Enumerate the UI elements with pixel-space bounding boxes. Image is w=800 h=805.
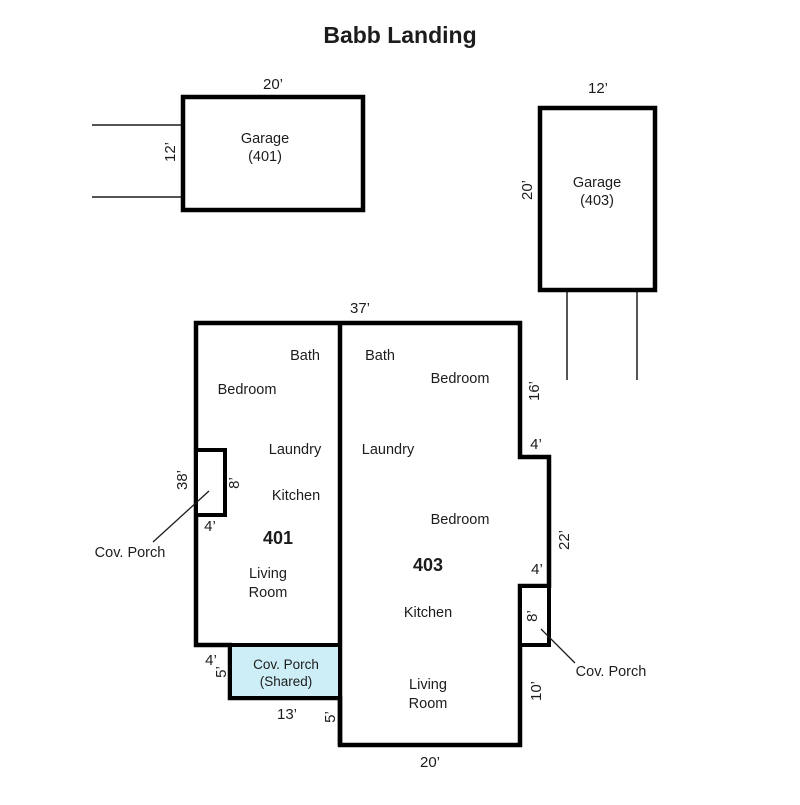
- dim-label-garage-403-width: 12’: [588, 80, 608, 97]
- dim-label-garage-403-depth: 20’: [519, 180, 536, 200]
- room-label-403-laundry: Laundry: [362, 442, 415, 458]
- dim-label-left-side: 38’: [174, 470, 191, 490]
- garage-403-outline: [537, 105, 658, 293]
- page-title: Babb Landing: [323, 22, 476, 48]
- dim-label-right-porch: 8’: [524, 610, 541, 622]
- shared-porch-rect: [228, 643, 342, 700]
- porch-label-right: Cov. Porch: [576, 664, 647, 680]
- unit-number-401: 401: [263, 528, 293, 548]
- room-label-403-bedroom-2: Bedroom: [431, 512, 490, 528]
- room-label-401-laundry: Laundry: [269, 442, 322, 458]
- garage-401-outline: [180, 94, 366, 213]
- shared-porch-label-line1: Cov. Porch: [253, 657, 319, 672]
- dim-label-right-lower: 10’: [528, 681, 545, 701]
- dim-label-bottom-step: 5’: [322, 711, 339, 723]
- dim-label-right-step2: 4’: [531, 561, 543, 578]
- dim-label-right-mid: 22’: [556, 530, 573, 550]
- dim-label-main-top: 37’: [350, 300, 370, 317]
- dim-label-right-step1: 4’: [530, 436, 542, 453]
- dim-label-shared-porch-height: 5’: [213, 666, 230, 678]
- porch-label-left: Cov. Porch: [95, 545, 166, 561]
- dim-label-left-porch-height: 8’: [226, 477, 243, 489]
- right-porch-rect: [518, 584, 551, 647]
- room-label-403-kitchen: Kitchen: [404, 605, 452, 621]
- unit-number-403: 403: [413, 555, 443, 575]
- room-label-401-living-line1: Living: [249, 566, 287, 582]
- garage-403-label: Garage: [573, 175, 621, 191]
- dim-label-garage-401-depth: 12’: [162, 142, 179, 162]
- room-label-403-bath: Bath: [365, 348, 395, 364]
- garage-403-number: (403): [580, 193, 614, 209]
- dim-label-bottom-left: 4’: [205, 652, 217, 669]
- leader-line-left-porch: [152, 490, 210, 543]
- room-label-403-living-line1: Living: [409, 677, 447, 693]
- room-label-401-living-line2: Room: [249, 585, 288, 601]
- leader-line-right-porch: [540, 628, 576, 664]
- dim-label-garage-401-width: 20’: [263, 76, 283, 93]
- garage-401-label: Garage: [241, 131, 289, 147]
- room-label-401-bath: Bath: [290, 348, 320, 364]
- dim-label-right-upper: 16’: [526, 381, 543, 401]
- room-label-403-living-line2: Room: [409, 696, 448, 712]
- dim-label-shared-porch-width: 13’: [277, 706, 297, 723]
- room-label-401-kitchen: Kitchen: [272, 488, 320, 504]
- shared-porch-label-line2: (Shared): [260, 674, 313, 689]
- room-label-403-bedroom-1: Bedroom: [431, 371, 490, 387]
- dim-label-left-porch-width: 4’: [204, 518, 216, 535]
- room-label-401-bedroom: Bedroom: [218, 382, 277, 398]
- left-porch-rect: [194, 448, 227, 517]
- garage-401-number: (401): [248, 149, 282, 165]
- dim-label-bottom: 20’: [420, 754, 440, 771]
